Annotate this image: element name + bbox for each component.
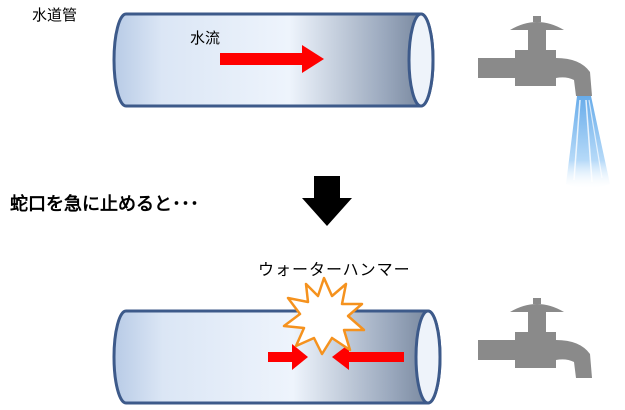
arrow-down-icon — [302, 176, 352, 226]
water-stream — [566, 96, 610, 188]
water-hammer-label: ウォーターハンマー — [258, 260, 411, 279]
impact-burst-icon — [282, 276, 366, 356]
pipe-label: 水道管 — [32, 6, 78, 24]
action-caption: 蛇口を急に止めると･･･ — [10, 194, 199, 215]
faucet-icon — [478, 298, 592, 378]
pressure-arrow-left — [332, 344, 404, 370]
pressure-arrow-right — [268, 344, 308, 370]
water-flow-label: 水流 — [190, 29, 221, 47]
water-flow-arrow — [220, 45, 324, 73]
faucet-icon — [478, 16, 592, 96]
